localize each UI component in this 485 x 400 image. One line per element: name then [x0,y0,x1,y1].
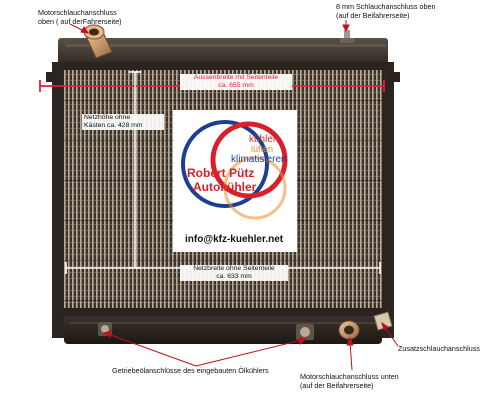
label-oil-cooler-ports: Getriebeölanschlüsse des eingebauten Ölk… [112,366,269,375]
brand-logo-rings [181,120,288,220]
contact-email[interactable]: info@kfz-kuehler.net [185,234,284,245]
right-mount-tab [390,72,400,82]
label-top-left-line1: Motorschlauchanschluss [38,8,117,17]
brand-name-line2: Autokühler [193,180,257,194]
net-width-label: Netzbreite ohne Seitenteile ca. 633 mm [180,265,288,281]
auxiliary-hose-connector [373,311,393,331]
label-top-right-line1: 8 mm Schlauchanschluss oben [336,2,436,11]
annotation-arrows [69,20,399,371]
left-side-frame [52,68,66,338]
outer-width-value: ca. 655 mm [218,82,254,89]
label-bottom-right-line2: (auf der Beifahrerseite) [300,381,374,390]
net-width-value: ca. 633 mm [216,273,252,280]
label-bottom-engine-hose: Motorschlauchanschluss unten (auf der Be… [300,372,399,390]
net-height-label: Netzhöhe ohne Kästen ca. 428 mm [82,114,164,130]
brand-name-line1: Robert Pütz [187,166,255,180]
brand-card: kühlen lüften klimatisieren Robert Pütz … [173,110,297,252]
label-auxiliary-hose: Zusatzschlauchanschluss [398,344,480,353]
right-side-frame [380,68,394,338]
tagline-climate: klimatisieren [231,154,287,165]
tagline-cool: kühlen [249,134,279,145]
label-top-right-8mm: 8 mm Schlauchanschluss oben (auf der Bei… [336,2,435,20]
outer-width-text: Aussenbreite mit Seitenteile [193,74,279,81]
net-height-text: Netzhöhe ohne [84,114,131,121]
net-width-text: Netzbreite ohne Seitenteile [193,265,275,272]
left-mount-tab [46,72,56,82]
label-top-left-line2: oben ( auf derFahrerseite) [38,17,122,26]
label-bottom-right-line1: Motorschlauchanschluss unten [300,372,399,381]
tagline-air: lüften [251,144,274,154]
bottom-engine-hose-connector [338,320,360,340]
oil-cooler-port-right [296,324,314,340]
net-height-value: Kästen ca. 428 mm [84,122,143,129]
top-tank [52,38,394,72]
top-right-8mm-connector [340,30,354,43]
outer-width-label: Aussenbreite mit Seitenteile ca. 655 mm [180,74,292,90]
label-top-left-hose: Motorschlauchanschluss oben ( auf derFah… [38,8,122,26]
label-top-right-line2: (auf der Beifahrerseite) [336,11,410,20]
